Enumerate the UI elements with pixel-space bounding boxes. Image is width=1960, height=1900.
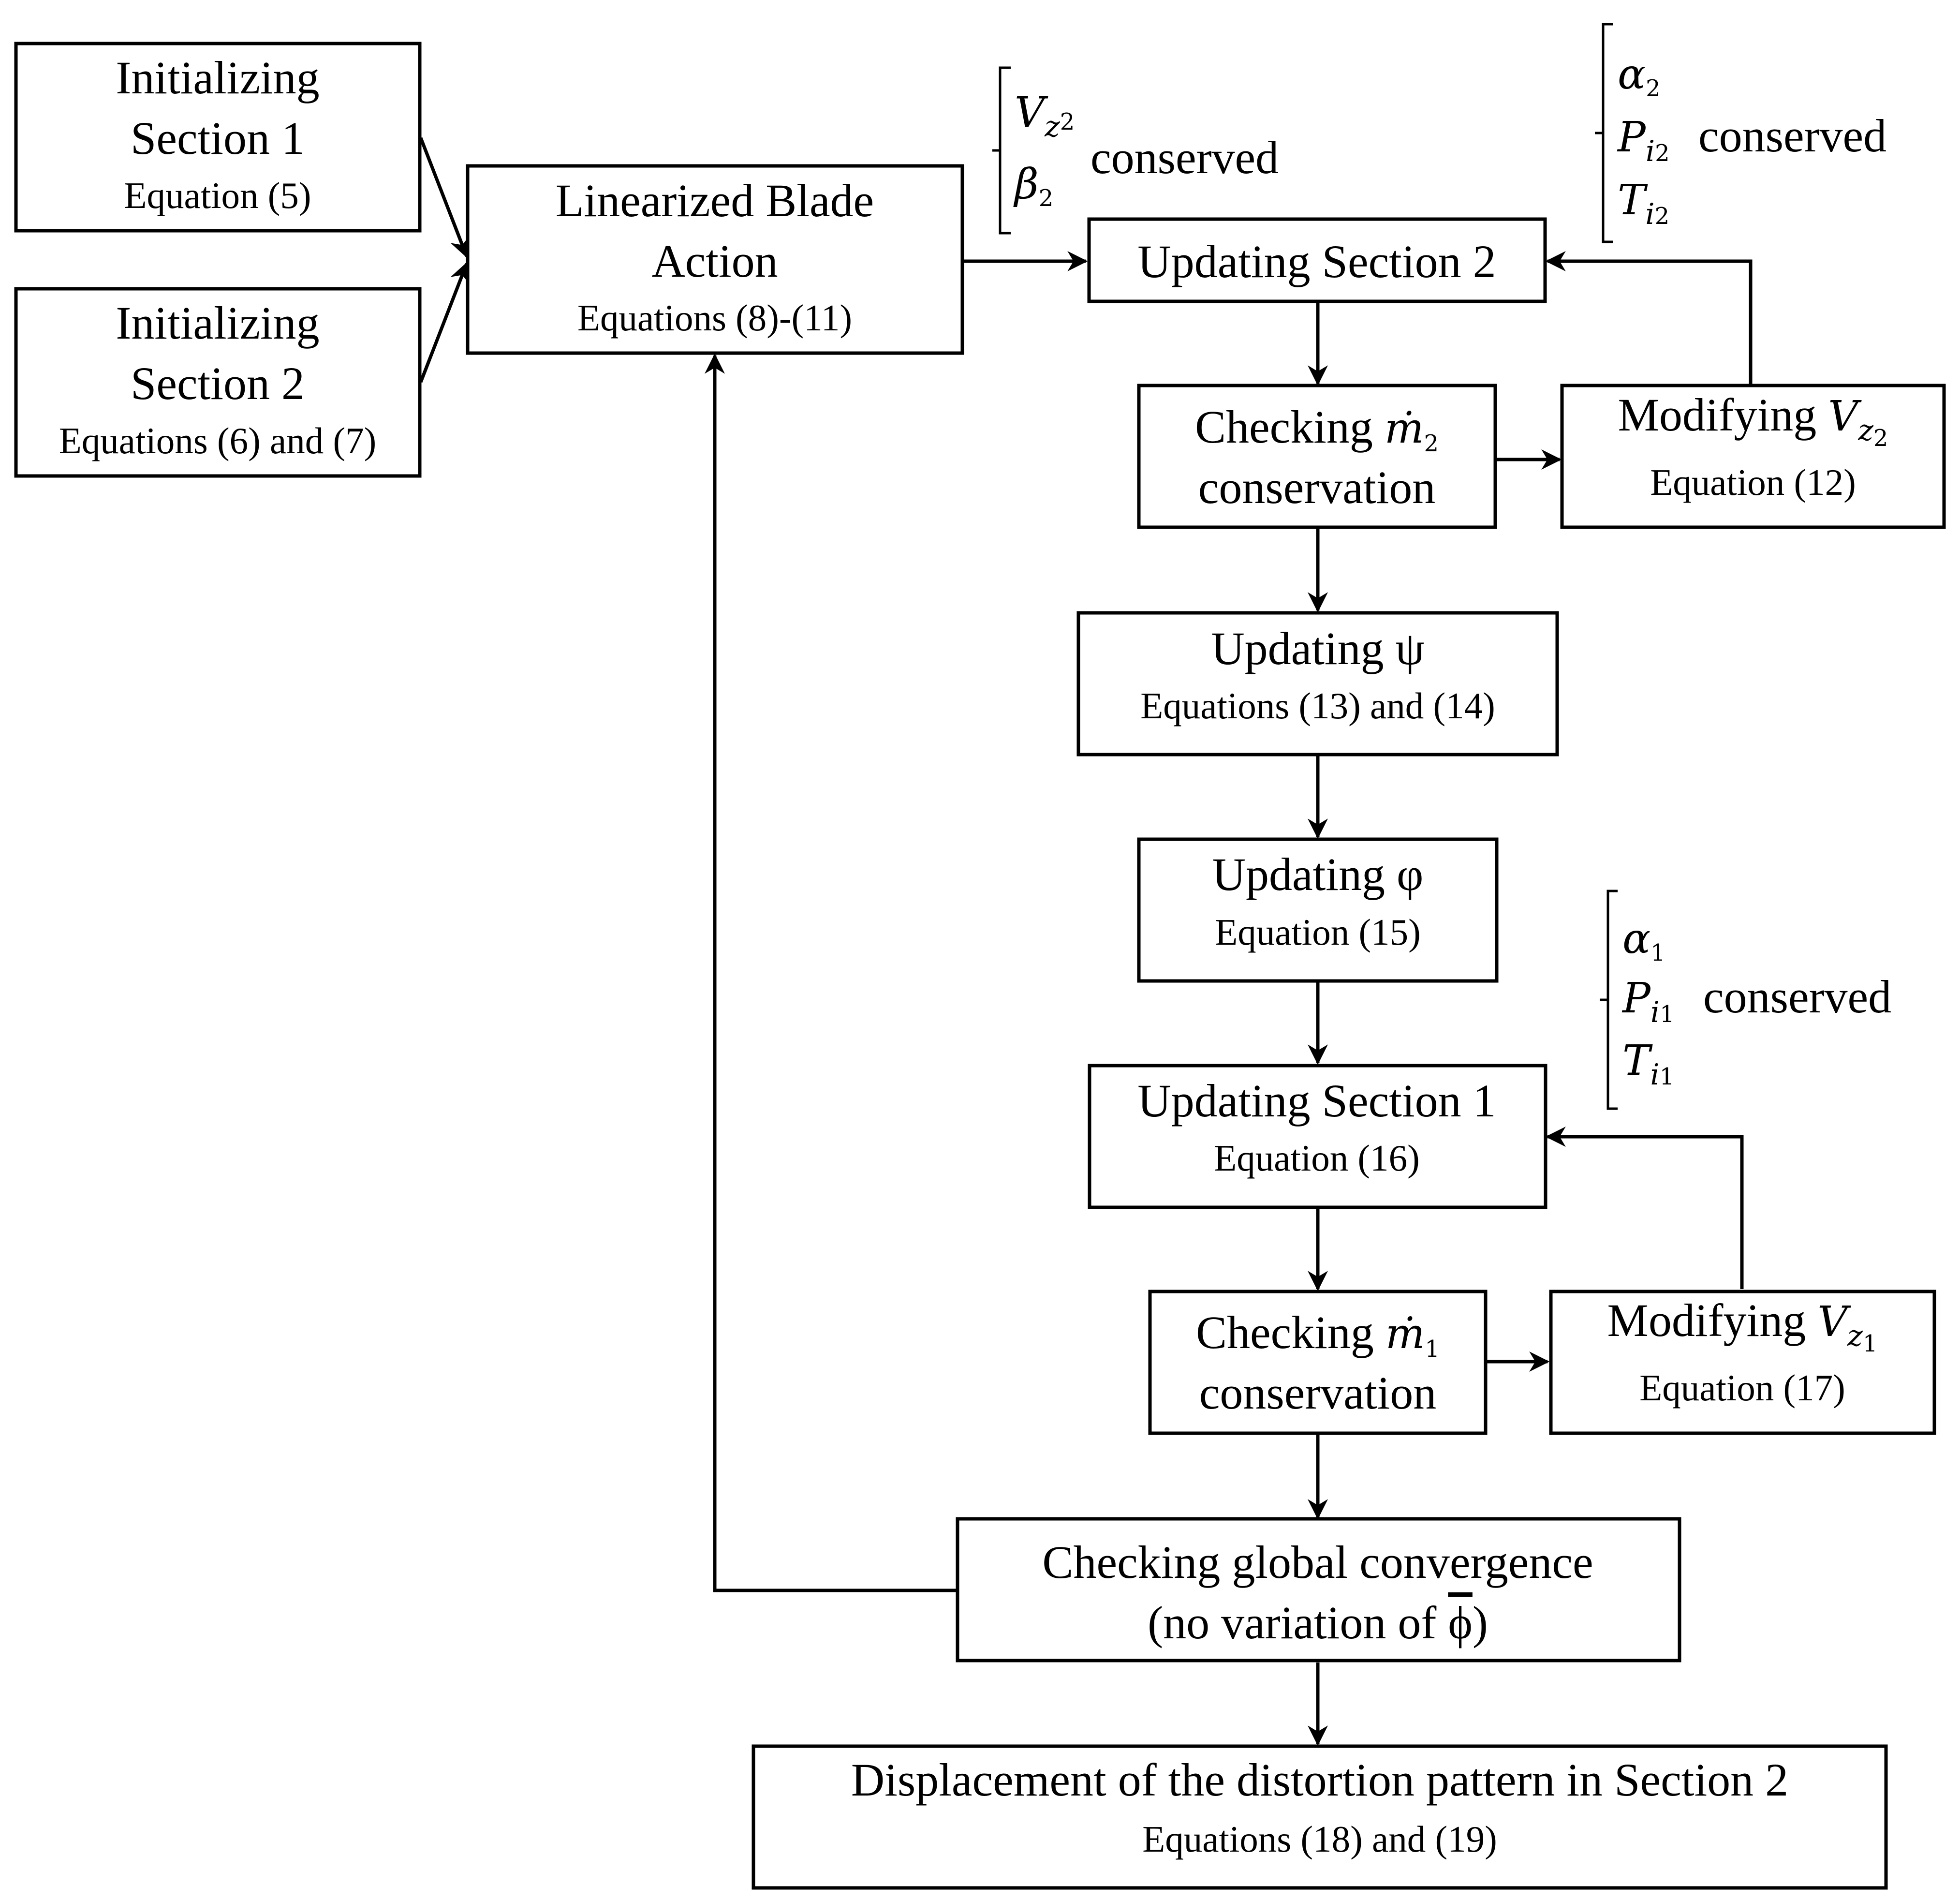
modifying-vz2-box: Modifying Vz2 Equation (12) — [1560, 384, 1946, 529]
section-2-annotation: α2 Pi2 Ti2 conserved — [1595, 23, 1886, 243]
box-title-line2: Section 1 — [131, 112, 305, 164]
box-title: Updating ψ — [1211, 623, 1424, 674]
title-prefix: Checking — [1196, 1306, 1374, 1358]
section-1-annotation: α1 Pi1 Ti1 conserved — [1600, 890, 1891, 1110]
box-title-line1: Checking ṁ1 — [1196, 1306, 1440, 1363]
box-title-line1: Initializing — [116, 52, 319, 104]
displacement-box: Displacement of the distortion pattern i… — [752, 1744, 1888, 1890]
symbol-alpha2: α2 — [1618, 50, 1661, 102]
symbol-ti2: Ti2 — [1618, 176, 1669, 231]
connectors — [419, 137, 1753, 1746]
subscript: 1 — [1425, 1336, 1440, 1363]
box-subtitle: Equations (6) and (7) — [59, 420, 376, 461]
arrow-modify-vz2-to-section2 — [1545, 251, 1753, 385]
subscript-2: 2 — [1873, 425, 1888, 452]
box-title: Updating φ — [1212, 848, 1424, 900]
box-subtitle: Equation (5) — [124, 175, 311, 216]
updating-psi-box: Updating ψ Equations (13) and (14) — [1076, 611, 1559, 757]
subscript: 2 — [1424, 430, 1439, 457]
box-title: Modifying Vz1 — [1607, 1294, 1878, 1357]
checking-m1-conservation-box: Checking ṁ1 conservation — [1148, 1290, 1488, 1435]
blade-output-annotation: Vz2 β2 conserved — [992, 66, 1279, 235]
checking-m2-conservation-box: Checking ṁ2 conservation — [1137, 384, 1497, 529]
initializing-section-2-box: Initializing Section 2 Equations (6) and… — [14, 287, 422, 478]
box-subtitle: Equations (13) and (14) — [1140, 685, 1495, 727]
initializing-section-1-box: Initializing Section 1 Equation (5) — [14, 42, 422, 233]
arrow-global-to-blade — [705, 353, 956, 1592]
updating-section-2-box: Updating Section 2 — [1087, 217, 1547, 303]
box-title: Updating Section 1 — [1137, 1075, 1496, 1127]
conserved-label: conserved — [1091, 132, 1279, 183]
box-subtitle: Equations (18) and (19) — [1142, 1818, 1497, 1860]
symbol-pi1: Pi1 — [1621, 974, 1675, 1029]
title-prefix: Checking — [1195, 401, 1373, 453]
linearized-blade-action-box: Linearized Blade Action Equations (8)-(1… — [466, 164, 964, 355]
arrow-modify-vz1-to-section1 — [1545, 1127, 1744, 1289]
symbol-vz2: Vz2 — [1015, 89, 1075, 144]
box-title-line1: Checking global convergence — [1042, 1536, 1593, 1588]
modifying-vz1-box: Modifying Vz1 Equation (17) — [1549, 1290, 1936, 1435]
velocity-symbol: V — [1817, 1298, 1851, 1346]
subscript-z: z — [1847, 1319, 1863, 1353]
box-title: Updating Section 2 — [1137, 236, 1496, 287]
box-title-line2: Action — [651, 235, 778, 287]
title-prefix: Modifying — [1618, 389, 1817, 441]
box-title-line2: conservation — [1199, 1367, 1437, 1419]
box-title-line1: Linearized Blade — [556, 175, 874, 226]
box-subtitle: Equation (16) — [1214, 1137, 1420, 1179]
updating-phi-box: Updating φ Equation (15) — [1137, 837, 1499, 983]
box-title-line1: Checking ṁ2 — [1195, 401, 1439, 457]
box-title-line2: (no variation of ϕ) — [1148, 1597, 1488, 1648]
mass-flow-symbol: ṁ — [1385, 404, 1424, 453]
conserved-label: conserved — [1703, 971, 1891, 1023]
box-title: Modifying Vz2 — [1618, 389, 1888, 452]
box-subtitle: Equation (12) — [1650, 461, 1856, 503]
box-subtitle: Equations (8)-(11) — [577, 297, 852, 339]
arrow-init1-to-blade — [419, 137, 470, 258]
bracket — [992, 66, 1011, 235]
title-text: (no variation of — [1148, 1597, 1448, 1648]
symbol-alpha1: α1 — [1622, 915, 1665, 966]
box-title-line2: conservation — [1198, 461, 1436, 513]
mass-flow-symbol: ṁ — [1385, 1310, 1425, 1358]
box-title-line2: Section 2 — [131, 357, 305, 409]
arrow-init2-to-blade — [419, 262, 470, 383]
bracket — [1595, 23, 1613, 243]
symbol-ti1: Ti1 — [1622, 1037, 1674, 1092]
box-subtitle: Equation (15) — [1215, 911, 1421, 953]
title-close: ) — [1473, 1597, 1488, 1648]
box-title-line1: Initializing — [116, 297, 319, 349]
bracket — [1600, 890, 1618, 1110]
global-convergence-box: Checking global convergence (no variatio… — [956, 1517, 1681, 1662]
box-title: Displacement of the distortion pattern i… — [851, 1754, 1788, 1806]
symbol-pi2: Pi2 — [1617, 113, 1670, 168]
conserved-label: conserved — [1698, 110, 1886, 162]
subscript-1: 1 — [1863, 1330, 1878, 1357]
velocity-symbol: V — [1828, 392, 1862, 441]
title-prefix: Modifying — [1607, 1294, 1806, 1346]
phi-bar-symbol: ϕ — [1448, 1597, 1473, 1648]
box-subtitle: Equation (17) — [1639, 1367, 1845, 1409]
symbol-beta2: β2 — [1013, 160, 1053, 212]
subscript-z: z — [1857, 414, 1873, 447]
updating-section-1-box: Updating Section 1 Equation (16) — [1088, 1064, 1547, 1209]
